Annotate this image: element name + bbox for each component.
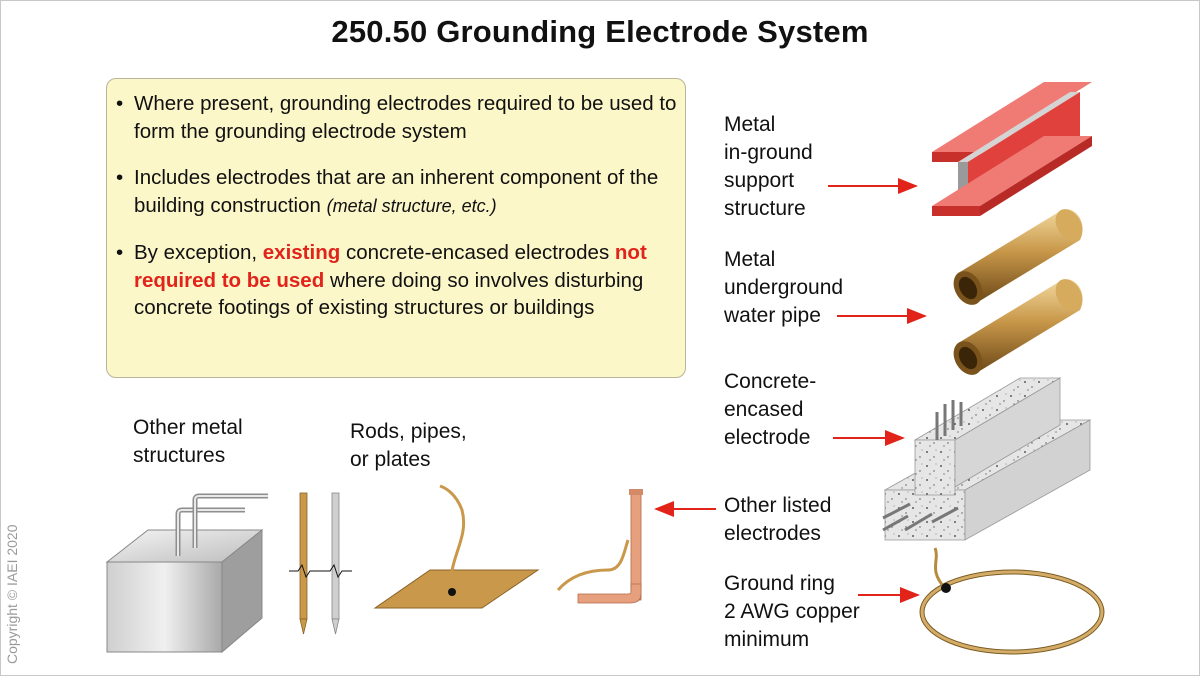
metal-structure-illustration <box>107 496 268 652</box>
ground-ring-illustration <box>922 548 1102 652</box>
copyright-text: Copyright © IAEI 2020 <box>4 524 20 664</box>
label-rods-pipes-plates: Rods, pipes, or plates <box>350 418 467 474</box>
label-concrete-encased: Concrete- encased electrode <box>724 368 816 452</box>
label-water-pipe: Metal underground water pipe <box>724 246 843 330</box>
listed-electrode-illustration <box>558 489 643 603</box>
label-support-structure: Metal in-ground support structure <box>724 111 813 223</box>
i-beam-illustration <box>932 82 1092 216</box>
label-other-listed: Other listed electrodes <box>724 492 831 548</box>
water-pipes-illustration <box>948 204 1088 380</box>
label-other-metal: Other metal structures <box>133 414 243 470</box>
concrete-footing-illustration <box>883 378 1090 540</box>
label-ground-ring: Ground ring 2 AWG copper minimum <box>724 570 860 654</box>
ground-rods-illustration <box>289 493 352 634</box>
ground-plate-illustration <box>375 486 538 608</box>
